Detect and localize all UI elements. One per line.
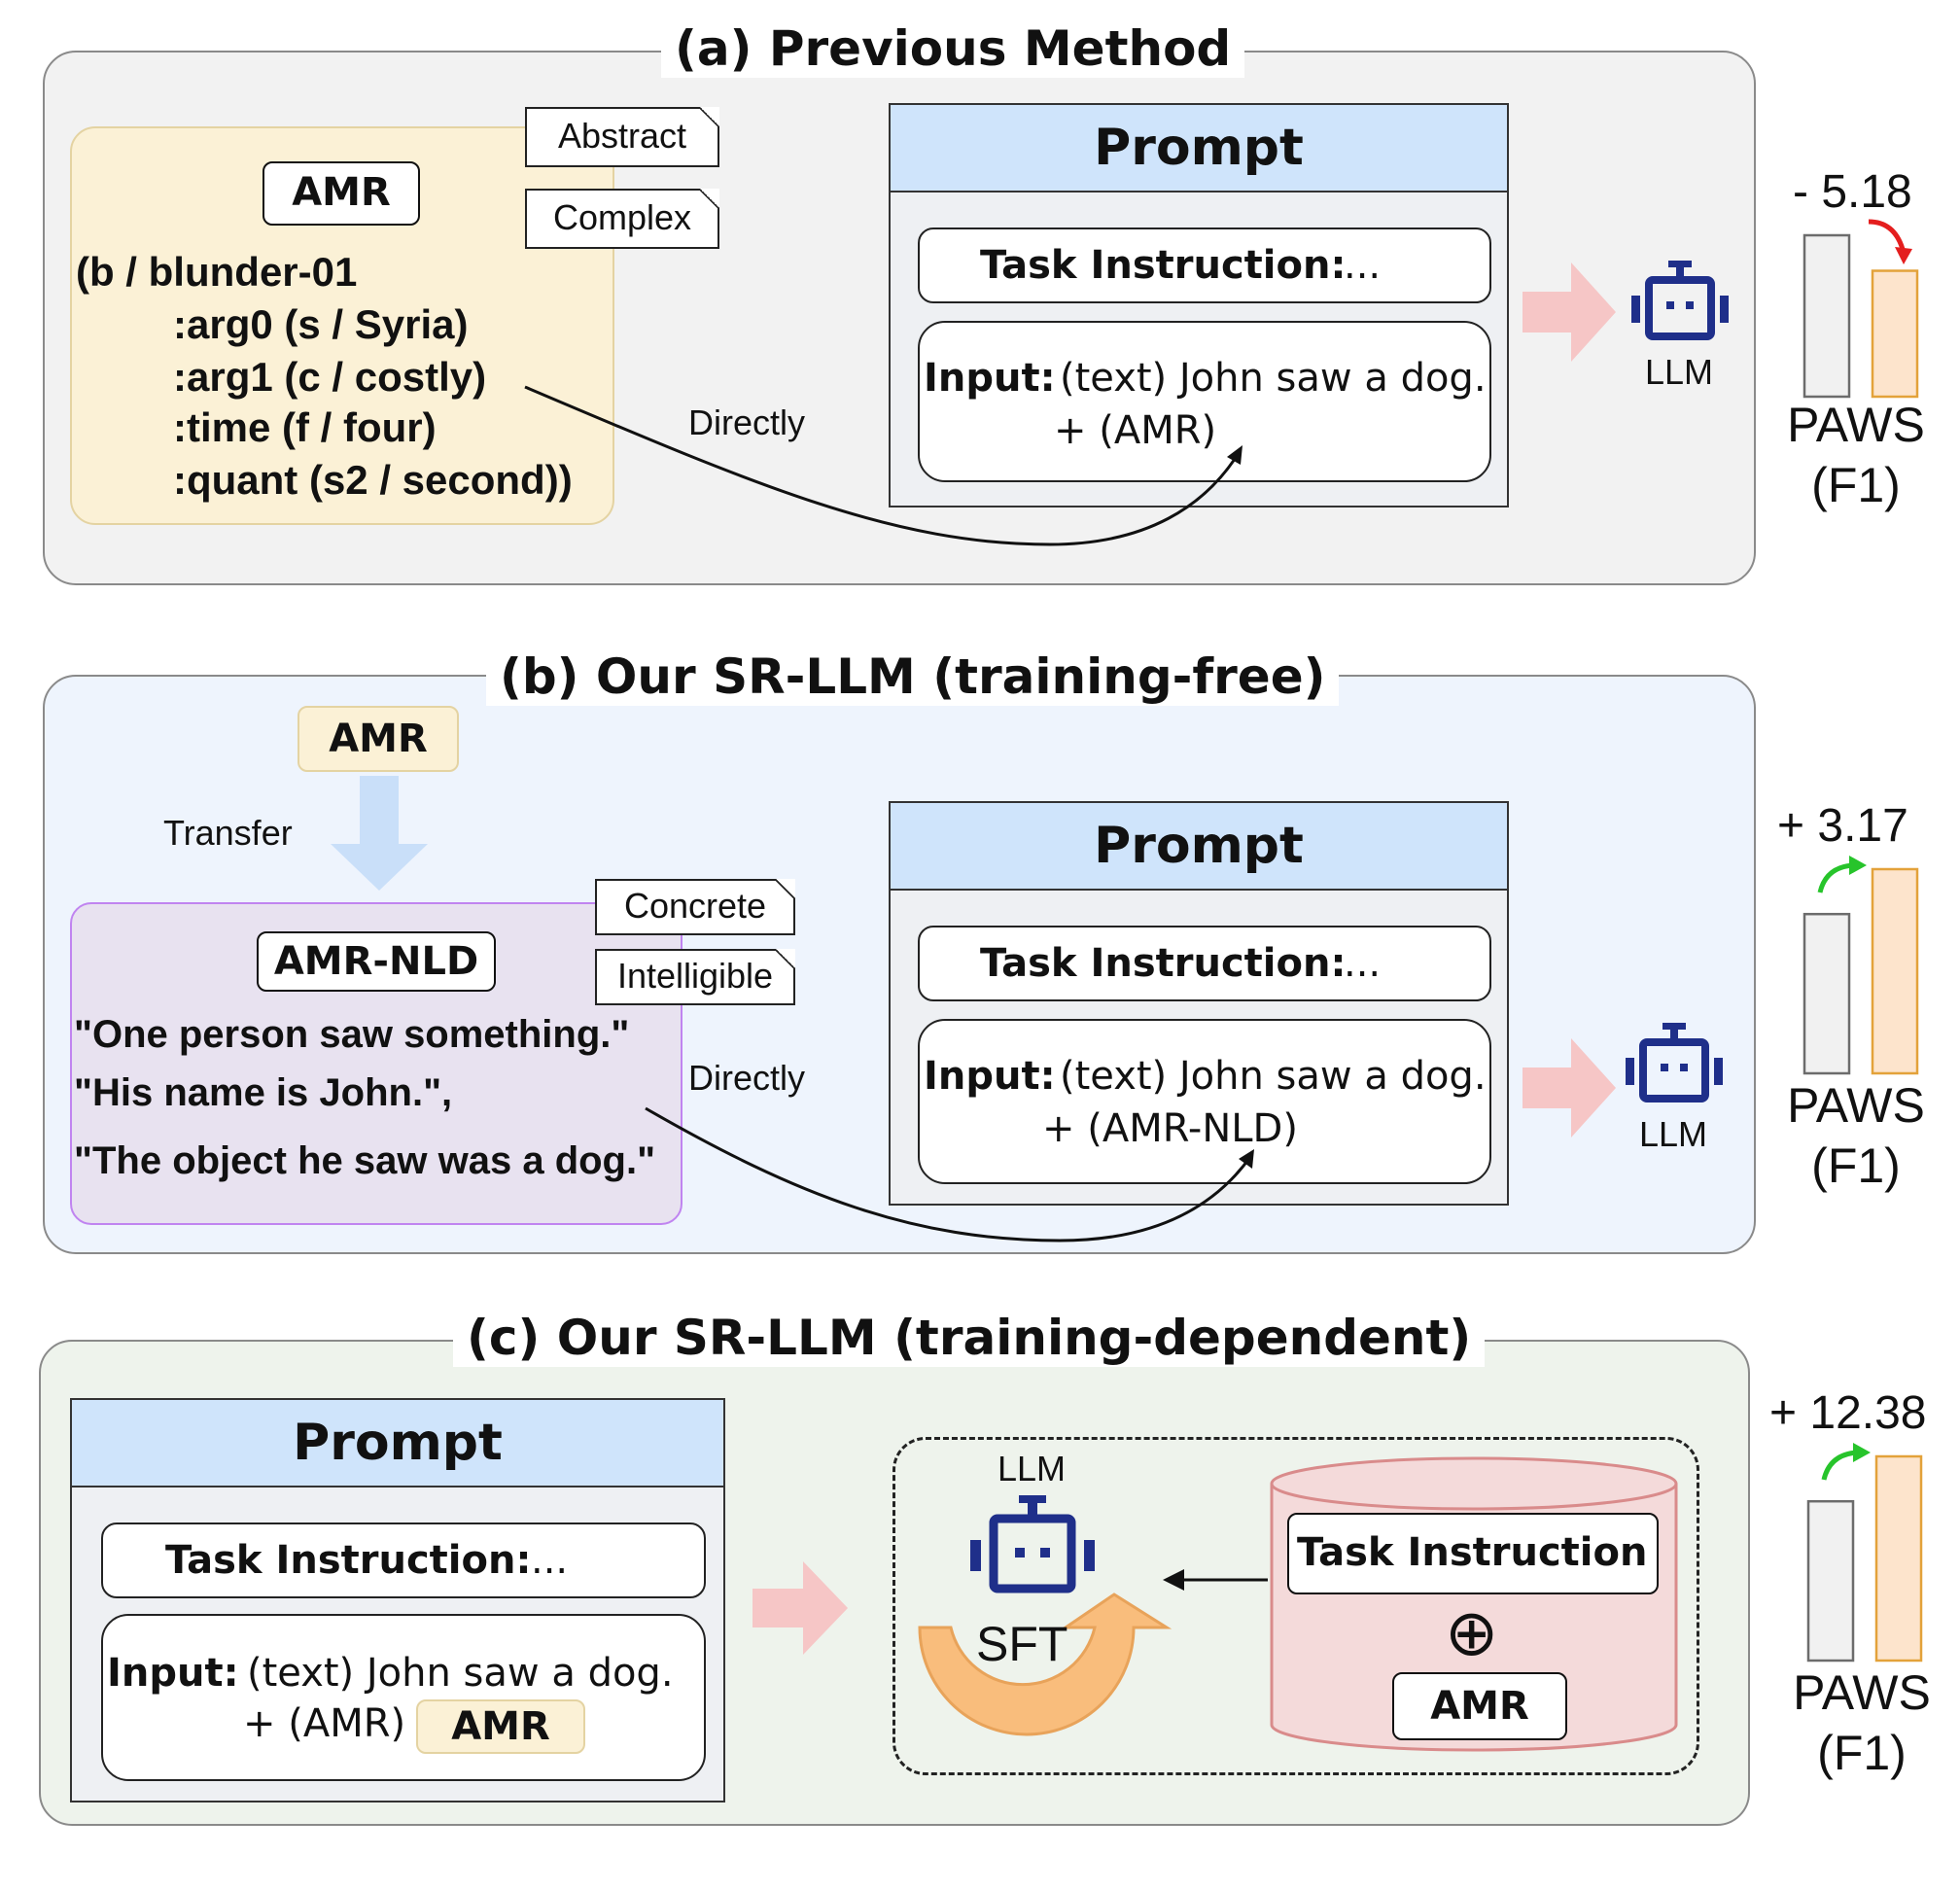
result-bars-b (1802, 856, 1919, 1075)
directly-label: Directly (688, 1058, 806, 1098)
metric-name: PAWS (1787, 1078, 1925, 1133)
note-intelligible: Intelligible (595, 949, 795, 1005)
delta-b: + 3.17 (1777, 800, 1908, 852)
delta-a: - 5.18 (1793, 166, 1912, 218)
amr-line: :arg0 (s / Syria) (173, 301, 469, 347)
pink-right-arrow-icon (752, 1561, 848, 1655)
db-amr-tag: AMR (1392, 1672, 1567, 1740)
input-text: (text) John saw a dog. (1060, 1054, 1487, 1099)
bar-before (1802, 912, 1851, 1075)
metric-unit: (F1) (1817, 1726, 1907, 1780)
input-box: Input: (text) John saw a dog. + (AMR) (918, 321, 1491, 482)
metric-label-b: PAWS (F1) (1783, 1075, 1929, 1196)
llm-label: LLM (1645, 352, 1714, 392)
task-instruction-label: Task Instruction: (165, 1538, 532, 1583)
robot-icon (1631, 261, 1729, 340)
sft-label: SFT (976, 1617, 1068, 1671)
db-task-instruction: Task Instruction (1287, 1513, 1659, 1594)
task-instruction-label: Task Instruction: (980, 941, 1347, 986)
task-instruction-box: Task Instruction: ... (101, 1522, 706, 1598)
prompt-header: Prompt (72, 1400, 723, 1488)
input-extra: + (AMR) (1054, 408, 1217, 453)
panel-b-title: (b) Our SR-LLM (training-free) (486, 648, 1340, 706)
bar-after (1871, 867, 1919, 1075)
panel-c-title: (c) Our SR-LLM (training-dependent) (453, 1309, 1486, 1367)
task-instruction-box: Task Instruction: ... (918, 228, 1491, 303)
input-text: (text) John saw a dog. (1060, 356, 1487, 401)
amr-line: (b / blunder-01 (76, 249, 358, 295)
metric-name: PAWS (1787, 398, 1925, 452)
improve-arrow-icon (1817, 862, 1854, 893)
delta-c: + 12.38 (1769, 1387, 1927, 1439)
input-extra: + (AMR) (243, 1701, 406, 1746)
llm-label: LLM (998, 1449, 1067, 1488)
robot-icon (1626, 1023, 1723, 1102)
robot-icon (970, 1495, 1095, 1593)
amr-tag: AMR (416, 1699, 585, 1754)
pink-right-arrow-icon (1522, 1038, 1616, 1138)
improve-arrow-head (1853, 1443, 1871, 1462)
input-label: Input: (107, 1651, 239, 1696)
amr-line: :arg1 (c / costly) (173, 354, 487, 400)
input-label: Input: (924, 356, 1056, 401)
input-extra: + (AMR-NLD) (1042, 1106, 1298, 1151)
note-abstract: Abstract (525, 107, 719, 167)
transfer-label: Transfer (163, 813, 293, 853)
nld-line: "One person saw something." (74, 1013, 630, 1056)
bar-before (1806, 1499, 1855, 1662)
left-arrow-icon (1163, 1569, 1268, 1591)
amr-line: :time (f / four) (173, 404, 437, 450)
llm-label: LLM (1639, 1114, 1708, 1154)
task-instruction-value: ... (1344, 941, 1382, 986)
result-bars-c (1806, 1443, 1923, 1662)
task-instruction-value: ... (1344, 243, 1382, 288)
task-instruction-box: Task Instruction: ... (918, 926, 1491, 1001)
metric-label-c: PAWS (F1) (1789, 1662, 1935, 1783)
amr-tag: AMR (262, 161, 420, 226)
input-box: Input: (text) John saw a dog. + (AMR-NLD… (918, 1019, 1491, 1184)
input-label: Input: (924, 1054, 1056, 1099)
prompt-header: Prompt (891, 803, 1507, 891)
improve-arrow-icon (1821, 1450, 1858, 1481)
directly-label: Directly (688, 402, 806, 442)
panel-a-title: (a) Previous Method (661, 19, 1245, 78)
circled-plus-icon: ⊕ (1445, 1595, 1499, 1670)
amr-tag: AMR (298, 706, 459, 772)
amr-nld-tag: AMR-NLD (257, 931, 496, 992)
nld-line: "His name is John.", (74, 1071, 453, 1114)
input-box: Input: (text) John saw a dog. + (AMR) (101, 1614, 706, 1781)
decline-arrow-head (1895, 247, 1912, 264)
result-bars-a (1802, 219, 1919, 399)
metric-name: PAWS (1793, 1665, 1931, 1720)
metric-unit: (F1) (1811, 1138, 1901, 1193)
pink-right-arrow-icon (1522, 262, 1616, 362)
task-instruction-label: Task Instruction: (980, 243, 1347, 288)
note-complex: Complex (525, 189, 719, 249)
note-concrete: Concrete (595, 879, 795, 935)
amr-line: :quant (s2 / second)) (173, 457, 573, 503)
task-instruction-value: ... (531, 1538, 569, 1583)
prompt-header: Prompt (891, 105, 1507, 192)
bar-after (1871, 269, 1919, 399)
nld-line: "The object he saw was a dog." (74, 1139, 656, 1182)
metric-label-a: PAWS (F1) (1783, 395, 1929, 515)
metric-unit: (F1) (1811, 458, 1901, 512)
sft-region (892, 1437, 1699, 1775)
down-arrow-icon (331, 776, 428, 891)
curved-arrow-icon (918, 1592, 1172, 1736)
bar-before (1802, 233, 1851, 399)
improve-arrow-head (1849, 856, 1867, 875)
bar-after (1874, 1454, 1923, 1662)
input-text: (text) John saw a dog. (247, 1651, 674, 1696)
